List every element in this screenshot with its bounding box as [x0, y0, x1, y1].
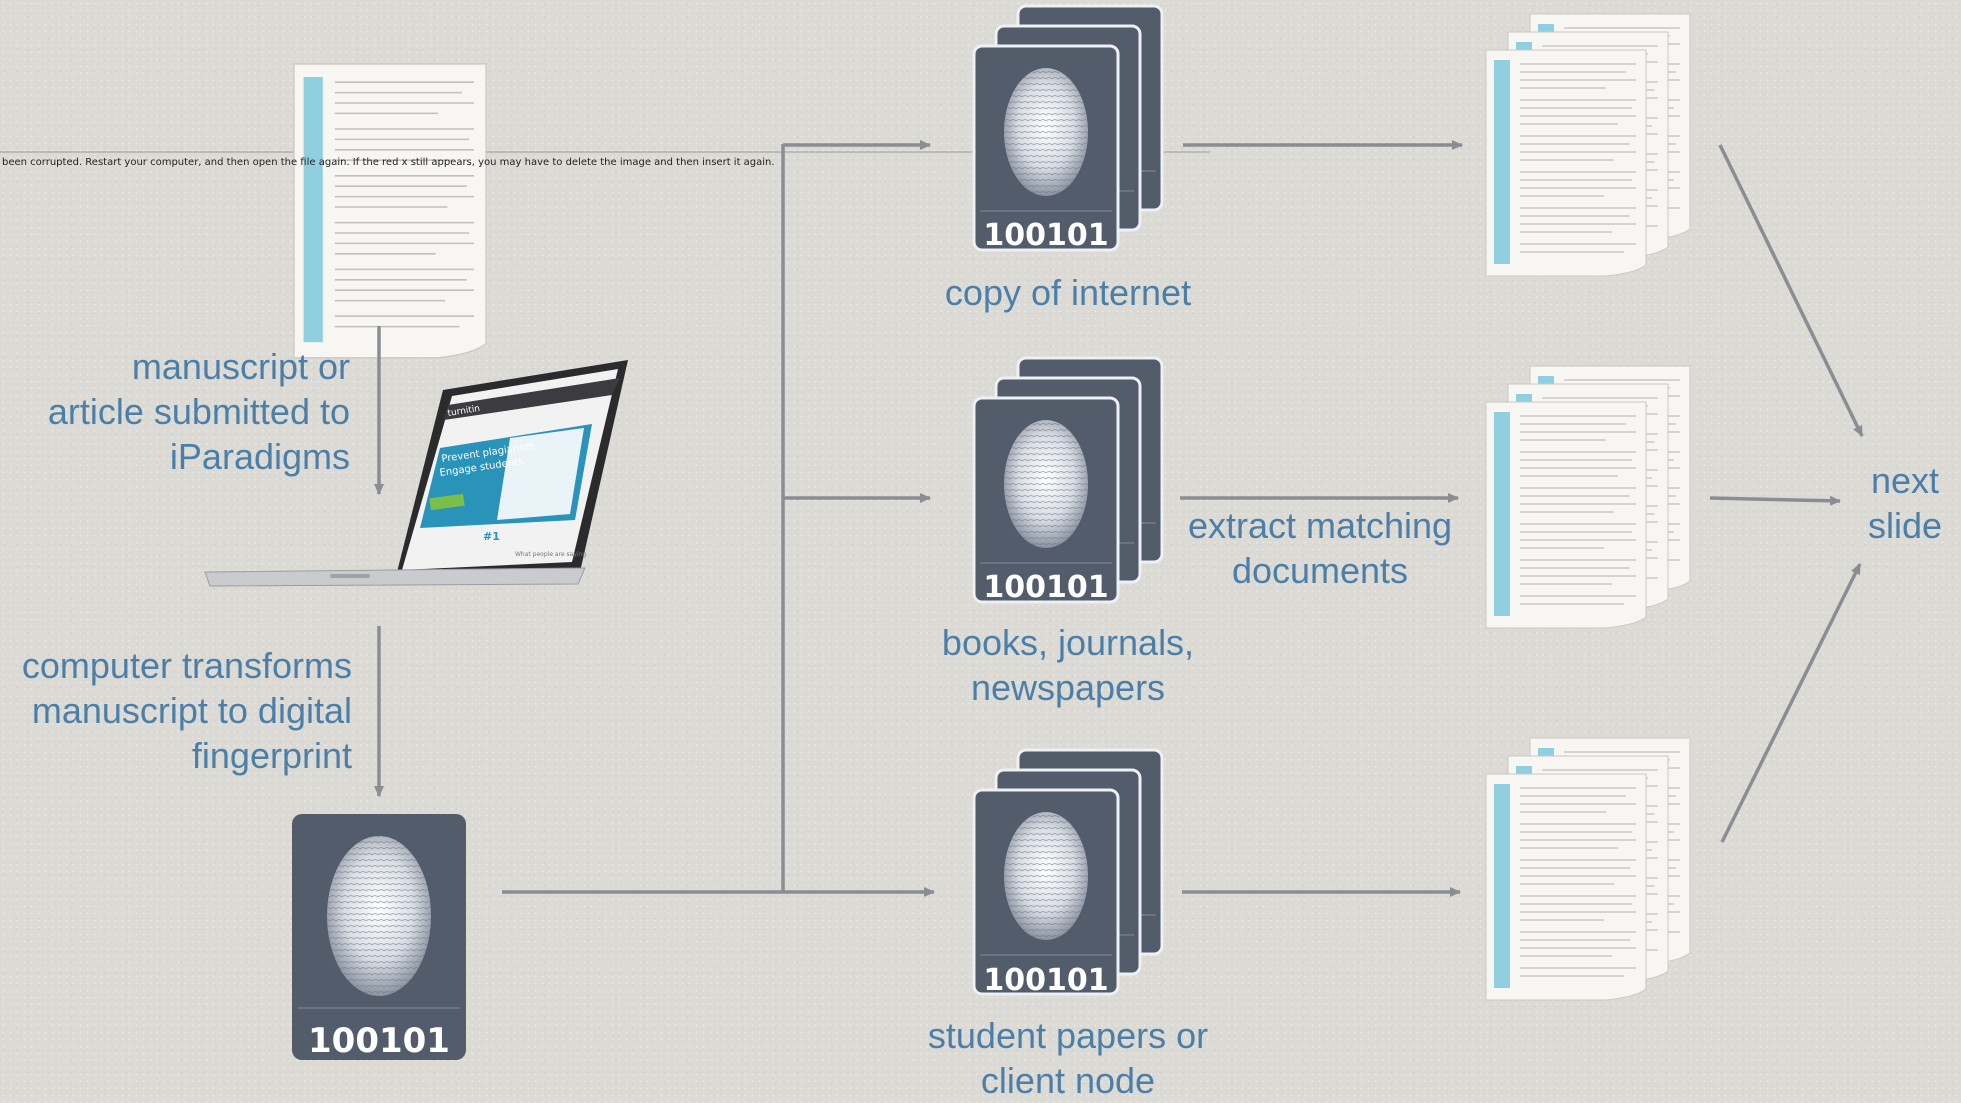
local-fingerprint-code: 100101 [308, 1021, 450, 1061]
student-label: student papers or client node [900, 1013, 1236, 1103]
arrow-books-next [1709, 495, 1841, 506]
submitted-label-line: article submitted to [47, 391, 350, 432]
transforms-label-line: computer transforms [21, 645, 352, 686]
extract-label-line: extract matching [1187, 505, 1453, 546]
student-fingerprint-stack: 100101 [972, 748, 1164, 998]
books-fingerprint-stack: 100101 [972, 356, 1164, 605]
student-label-line: student papers or [927, 1015, 1209, 1056]
laptop-footer: What people are saying [515, 551, 586, 558]
submitted-label: manuscript or article submitted to iPara… [20, 344, 350, 479]
local-fingerprint-icon: 100101 [292, 814, 466, 1061]
broken-image-error-text: been corrupted. Restart your computer, a… [2, 157, 775, 168]
student-label-line: client node [980, 1060, 1156, 1101]
manuscript-document-icon [293, 63, 487, 359]
student-fingerprint-code: 100101 [983, 963, 1108, 998]
books-matches-documents-icon [1485, 365, 1691, 629]
transforms-label-line: manuscript to digital [31, 690, 352, 731]
copy-of-internet-label: copy of internet [944, 272, 1192, 313]
transforms-label-line: fingerprint [191, 735, 352, 776]
books-label-line: books, journals, [941, 622, 1195, 663]
next-slide-label-line: slide [1867, 505, 1943, 546]
arrow-internet-next [1718, 144, 1864, 437]
internet-matches-documents-icon [1485, 13, 1691, 277]
transforms-label: computer transforms manuscript to digita… [0, 643, 352, 778]
next-slide-label: next slide [1850, 458, 1960, 548]
books-fingerprint-code: 100101 [983, 570, 1108, 605]
arrow-student-next [1720, 563, 1862, 843]
extract-label-line: documents [1231, 550, 1409, 591]
internet-fingerprint-code: 100101 [983, 218, 1108, 253]
laptop-icon: turnitin Prevent plagiarism. Engage stud… [204, 360, 628, 587]
books-label: books, journals, newspapers [900, 620, 1236, 710]
next-slide-label-line: next [1870, 460, 1940, 501]
books-label-line: newspapers [970, 667, 1166, 708]
submitted-label-line: manuscript or [131, 346, 350, 387]
submitted-label-line: iParadigms [169, 436, 350, 477]
student-matches-documents-icon [1485, 737, 1691, 1001]
laptop-rank: #1 [483, 530, 500, 543]
extract-label: extract matching documents [1170, 503, 1470, 593]
internet-fingerprint-stack: 100101 [972, 4, 1164, 253]
